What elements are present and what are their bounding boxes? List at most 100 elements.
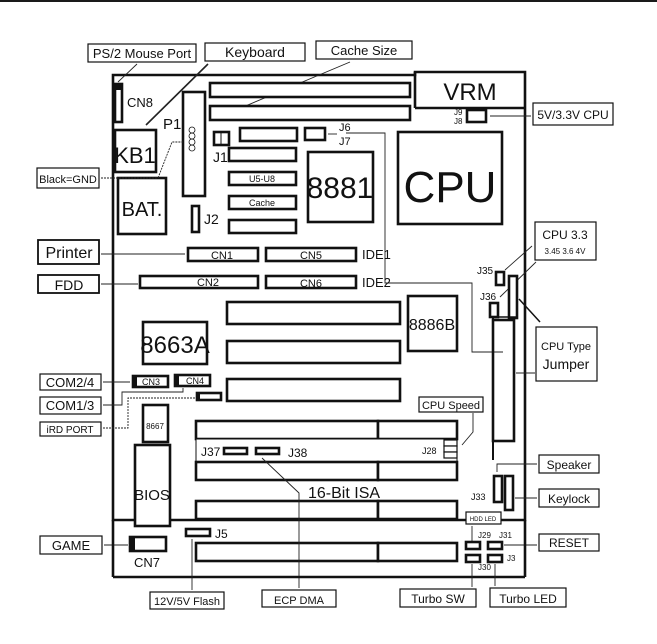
u5-u8-chip <box>227 170 298 187</box>
j28-pin-1 <box>443 439 458 447</box>
cn1-connector <box>186 246 260 263</box>
j37-label: J37 <box>201 445 221 459</box>
cpu-voltage-line2: 3.45 3.6 4V <box>545 247 587 256</box>
com2-4-label: COM2/4 <box>46 375 94 390</box>
chip-8886b-label: 8886B <box>409 317 455 334</box>
com1-3-label: COM1/3 <box>46 398 94 413</box>
game-label: GAME <box>52 538 91 553</box>
chip-8667-label: 8667 <box>146 422 164 431</box>
cn6-connector <box>264 274 358 290</box>
cache-label: Cache <box>249 198 275 208</box>
u5-u8-label: U5-U8 <box>249 174 275 184</box>
j36-jumper <box>488 301 500 319</box>
battery <box>116 176 168 236</box>
keylock-header <box>503 474 515 512</box>
j30-header <box>464 553 482 564</box>
turbo-led-label: Turbo LED <box>499 592 557 606</box>
cpu-socket <box>396 130 504 226</box>
chip-8663a <box>141 320 209 366</box>
j37-jumper <box>222 446 249 456</box>
j2-label: J2 <box>204 211 219 227</box>
ecp-dma-label: ECP DMA <box>274 595 325 607</box>
ird-port-callout: iRD PORT <box>39 397 195 437</box>
cn2-label: CN2 <box>197 277 219 289</box>
j1-label: J1 <box>213 149 228 165</box>
cpu-voltage-callout: CPU 3.3 3.45 3.6 4V <box>499 221 597 298</box>
cache-size-label: Cache Size <box>331 43 397 58</box>
chip-8881-label: 8881 <box>307 172 374 205</box>
cn1-label: CN1 <box>211 250 233 262</box>
keylock-callout: Keylock <box>515 488 600 508</box>
top-border <box>0 0 657 2</box>
chip-8667 <box>141 403 170 444</box>
j6-j7-jumper <box>303 126 327 142</box>
flash-voltage-callout: 12V/5V Flash <box>149 539 225 610</box>
j31-header <box>486 540 504 551</box>
isa-slot-1b <box>376 419 459 441</box>
cpu-speed-callout: CPU Speed <box>418 396 484 446</box>
cpu-type-callout: CPU Type Jumper <box>516 298 598 382</box>
pci-slot-2 <box>225 339 402 365</box>
cpu-voltage-select-callout: 5V/3.3V CPU <box>490 102 614 126</box>
isa-slot-2b <box>376 460 459 482</box>
game-callout: GAME <box>39 535 128 555</box>
j5-jumper <box>184 527 212 538</box>
speaker-header <box>492 474 504 504</box>
black-gnd-label: Black=GND <box>39 174 97 186</box>
simm-slot-1 <box>208 81 412 99</box>
turbo-led-callout: Turbo LED <box>489 564 567 608</box>
chip-8886b <box>406 294 459 353</box>
j35-jumper <box>494 270 506 287</box>
isa-slot-3b <box>376 499 459 521</box>
vrm-label: VRM <box>443 79 496 106</box>
kb1-connector <box>113 128 158 174</box>
cn7-label: CN7 <box>134 555 160 570</box>
j8-label: J8 <box>454 117 463 126</box>
ird-port-label: iRD PORT <box>46 425 93 436</box>
fdd-label: FDD <box>55 277 84 293</box>
cn7-game-port <box>128 535 168 553</box>
hdd-led-callout <box>465 511 502 525</box>
cache-chip-bottom <box>227 218 298 235</box>
chip-8881 <box>306 150 375 224</box>
j33-label: J33 <box>471 492 486 502</box>
cn2-connector <box>138 274 260 290</box>
turbo-sw-label: Turbo SW <box>411 592 465 606</box>
isa-slot-2a <box>194 460 380 482</box>
j28-pin-3 <box>443 451 458 459</box>
isa-slot-4b <box>376 541 459 563</box>
cpu-type-jumper-long <box>491 318 516 443</box>
keyboard-label: Keyboard <box>225 44 285 60</box>
bios-label: BIOS <box>134 487 170 504</box>
cpu-type-jumper-block <box>507 274 519 320</box>
p1-label: P1 <box>163 116 181 133</box>
ecp-dma-callout: ECP DMA <box>261 589 337 608</box>
cache-chip <box>227 194 298 211</box>
j28-label: J28 <box>422 446 437 456</box>
cn6-label: CN6 <box>300 278 322 290</box>
com1-3-callout: COM1/3 <box>39 388 184 415</box>
j3-label: J3 <box>507 554 516 563</box>
cpu-type-line2: Jumper <box>543 356 590 372</box>
ird-header <box>195 391 223 402</box>
j5-label: J5 <box>215 527 228 541</box>
cpu-voltage-line1: CPU 3.3 <box>542 228 588 242</box>
j30-label: J30 <box>478 563 491 572</box>
cn8-label: CN8 <box>127 95 153 110</box>
pci-slot-1 <box>225 300 402 326</box>
isa-slot-4a <box>194 541 380 563</box>
com2-4-callout: COM2/4 <box>39 373 130 391</box>
kb1-label: KB1 <box>114 143 156 168</box>
reset-label: RESET <box>549 536 590 550</box>
hdd-led-label: HDD LED <box>470 517 497 523</box>
printer-label: Printer <box>45 245 93 262</box>
cn4-label: CN4 <box>186 376 204 386</box>
j6-label: J6 <box>339 122 351 134</box>
cpu-5v-3v-label: 5V/3.3V CPU <box>537 108 608 122</box>
cn3-label: CN3 <box>142 377 160 387</box>
turbo-sw-callout: Turbo SW <box>399 564 477 608</box>
ps2-mouse-port-label: PS/2 Mouse Port <box>93 46 192 61</box>
cache-chip-top <box>238 126 299 143</box>
j38-label: J38 <box>288 446 308 460</box>
j36-label: J36 <box>480 292 497 303</box>
